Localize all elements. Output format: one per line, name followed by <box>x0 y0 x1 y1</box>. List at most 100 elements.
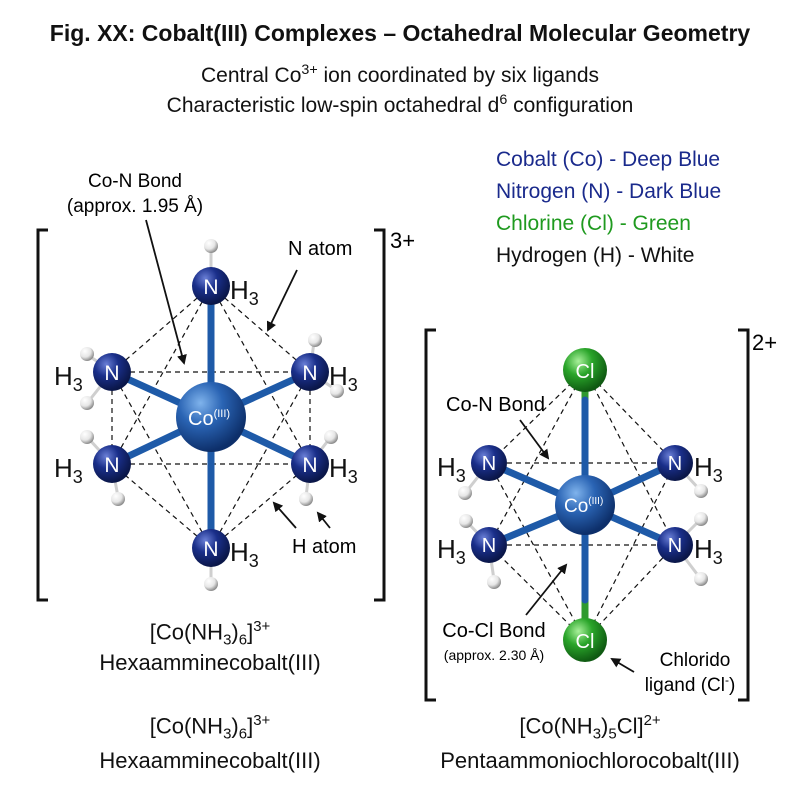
co-cl-bond-arrow <box>525 563 568 616</box>
h3-label: H3 <box>437 452 466 486</box>
right-co-symbol: Co <box>564 496 588 517</box>
hydrogen-atom <box>324 430 338 444</box>
bottom-right-formula: [Co(NH3)5Cl]2+ <box>420 712 760 743</box>
chlorine-atom-top <box>563 348 607 392</box>
nitrogen-atom <box>93 353 131 391</box>
nitrogen-atom <box>471 527 507 563</box>
hydrogen-atom <box>299 492 313 506</box>
formula-charge: 3+ <box>253 712 271 729</box>
subtitle-2-sup: 6 <box>499 92 508 108</box>
legend-item-cobalt: Cobalt (Co) - Deep Blue <box>496 148 721 171</box>
left-bracket-close <box>374 228 386 602</box>
n-label: N <box>668 453 682 475</box>
left-hydrogen-atoms <box>80 239 344 591</box>
nitrogen-atom <box>657 445 693 481</box>
subtitle-line-2: Characteristic low-spin octahedral d6 co… <box>0 92 800 118</box>
hydrogen-atom <box>459 514 473 528</box>
right-co-oxidation: (III) <box>588 496 603 507</box>
hydrogen-atom <box>80 396 94 410</box>
n-label: N <box>482 453 496 475</box>
left-co-oxidation: (III) <box>214 408 231 420</box>
left-bracket-open <box>36 228 48 602</box>
n-atom-annotation: N atom <box>288 238 352 260</box>
subtitle-1-text-end: ion coordinated by six ligands <box>317 64 599 87</box>
left-bond-arrow <box>145 219 187 365</box>
bottom-right-name: Pentaammoniochlorocobalt(III) <box>440 748 740 773</box>
right-bracket-close <box>738 328 750 702</box>
left-nitrogen-atoms <box>93 267 329 567</box>
legend-item-chlorine: Chlorine (Cl) - Green <box>496 212 691 235</box>
legend-item-hydrogen: Hydrogen (H) - White <box>496 244 695 267</box>
formula-part: [Co(NH <box>149 619 224 645</box>
hydrogen-atom <box>308 333 322 347</box>
formula-part: [Co(NH <box>519 713 593 739</box>
formula-part: ) <box>601 713 609 739</box>
bottom-left-formula: [Co(NH3)6]3+ <box>60 712 360 743</box>
figure-title: Fig. XX: Cobalt(III) Complexes – Octahed… <box>49 20 751 46</box>
hydrogen-atom <box>694 512 708 526</box>
left-bond-annotation-line2: (approx. 1.95 Å) <box>67 196 203 217</box>
nitrogen-atom <box>93 445 131 483</box>
right-nitrogen-labels: N N N N <box>482 453 682 557</box>
formula-part: Cl] <box>616 713 644 739</box>
co-cl-bond-annotation-line1: Co-Cl Bond <box>442 620 545 642</box>
bottom-left-name: Hexaamminecobalt(III) <box>99 748 321 773</box>
n-label: N <box>302 362 317 385</box>
h-atom-annotation: H atom <box>292 536 356 558</box>
cl-label-bottom: Cl <box>576 631 595 653</box>
chlorido-annotation-line2: ligand (Cl-) <box>645 673 736 696</box>
left-inner-formula: [Co(NH3)6]3+ <box>60 618 360 649</box>
left-co-symbol: Co <box>188 408 214 430</box>
formula-part: ) <box>231 713 239 739</box>
right-cobalt-atom <box>555 475 615 535</box>
left-complex: 3+ <box>36 171 415 602</box>
left-inner-name: Hexaamminecobalt(III) <box>99 650 321 675</box>
formula-charge: 3+ <box>253 618 271 635</box>
hydrogen-atom <box>204 239 218 253</box>
h3-label: H3 <box>694 534 723 568</box>
n-label: N <box>482 535 496 557</box>
right-nitrogen-atoms <box>471 445 693 563</box>
formula-sub: 3 <box>223 725 232 743</box>
h3-label: H3 <box>54 453 83 487</box>
chlorido-annotation-line1: Chlorido <box>660 650 731 671</box>
formula-sub: 5 <box>608 725 617 743</box>
h3-label: H3 <box>230 537 259 571</box>
cl-label-top: Cl <box>576 361 595 383</box>
nitrogen-atom <box>471 445 507 481</box>
left-bond-annotation-line1: Co-N Bond <box>88 171 182 192</box>
nitrogen-atom <box>192 529 230 567</box>
nitrogen-atom <box>192 267 230 305</box>
right-co-n-bond-annotation: Co-N Bond <box>446 394 545 416</box>
h3-label: H3 <box>230 275 259 309</box>
n-label: N <box>668 535 682 557</box>
n-label: N <box>203 538 218 561</box>
right-hydrogen-atoms <box>458 484 708 589</box>
chlorine-atom-bottom <box>563 618 607 662</box>
left-co-label: Co(III) <box>188 408 230 430</box>
nitrogen-atom <box>657 527 693 563</box>
hydrogen-atom <box>204 577 218 591</box>
formula-part: ] <box>247 619 254 645</box>
hydrogen-atom <box>111 492 125 506</box>
left-cobalt-atom <box>176 382 246 452</box>
hydrogen-atom <box>694 484 708 498</box>
right-charge: 2+ <box>752 330 777 355</box>
nitrogen-atom <box>291 445 329 483</box>
co-cl-bond-annotation-line2: (approx. 2.30 Å) <box>444 647 544 663</box>
h3-label: H3 <box>54 361 83 395</box>
h3-label: H3 <box>329 361 358 395</box>
right-bracket-open <box>424 328 436 702</box>
hydrogen-atom <box>80 347 94 361</box>
h3-label: H3 <box>437 534 466 568</box>
h3-label: H3 <box>329 453 358 487</box>
h3-label: H3 <box>694 452 723 486</box>
chlorido-sup: - <box>725 673 729 687</box>
formula-charge: 2+ <box>643 712 661 729</box>
formula-sub: 6 <box>238 725 248 743</box>
hydrogen-atom <box>487 575 501 589</box>
hydrogen-atom <box>330 384 344 398</box>
n-label: N <box>104 454 119 477</box>
formula-sub: 3 <box>592 725 602 743</box>
